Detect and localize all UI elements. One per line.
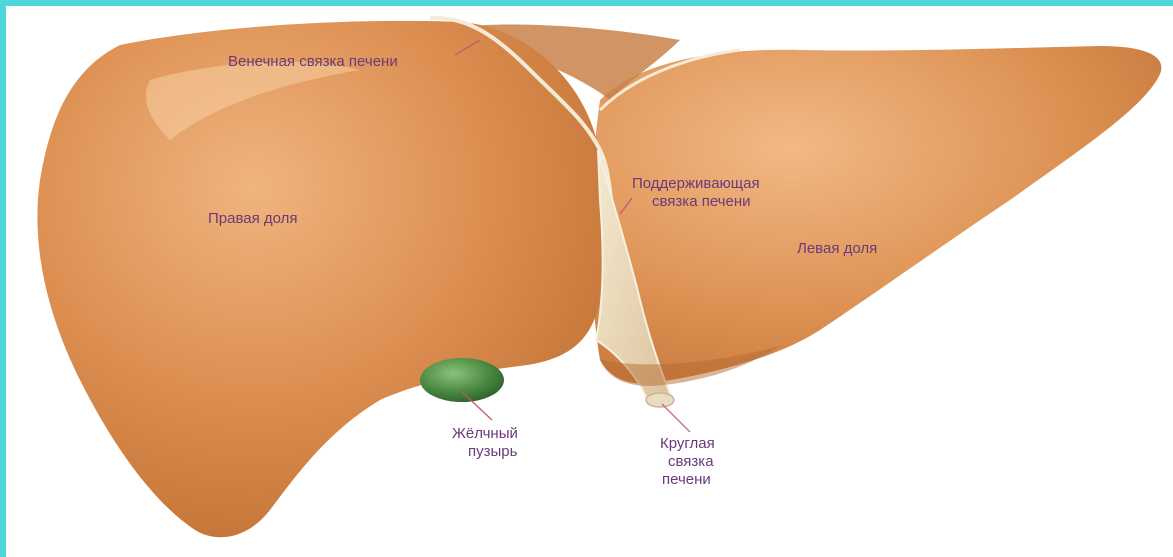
pointer-round-ligament — [662, 404, 690, 432]
label-round-ligament-line2: связка — [668, 453, 714, 470]
label-falciform-line2: связка печени — [652, 193, 751, 210]
round-ligament-stub — [646, 393, 674, 407]
label-falciform-line1: Поддерживающая — [632, 175, 760, 192]
left-lobe-shape — [591, 46, 1161, 384]
right-lobe-shape — [37, 21, 607, 537]
label-left-lobe: Левая доля — [797, 240, 877, 257]
label-right-lobe: Правая доля — [208, 210, 298, 227]
gallbladder-shape — [420, 358, 504, 402]
label-round-ligament-line1: Круглая — [660, 435, 715, 452]
label-gallbladder-line1: Жёлчный — [452, 425, 518, 442]
label-gallbladder-line2: пузырь — [468, 443, 518, 460]
label-coronary-ligament: Венечная связка печени — [228, 53, 398, 70]
label-round-ligament-line3: печени — [662, 471, 711, 488]
